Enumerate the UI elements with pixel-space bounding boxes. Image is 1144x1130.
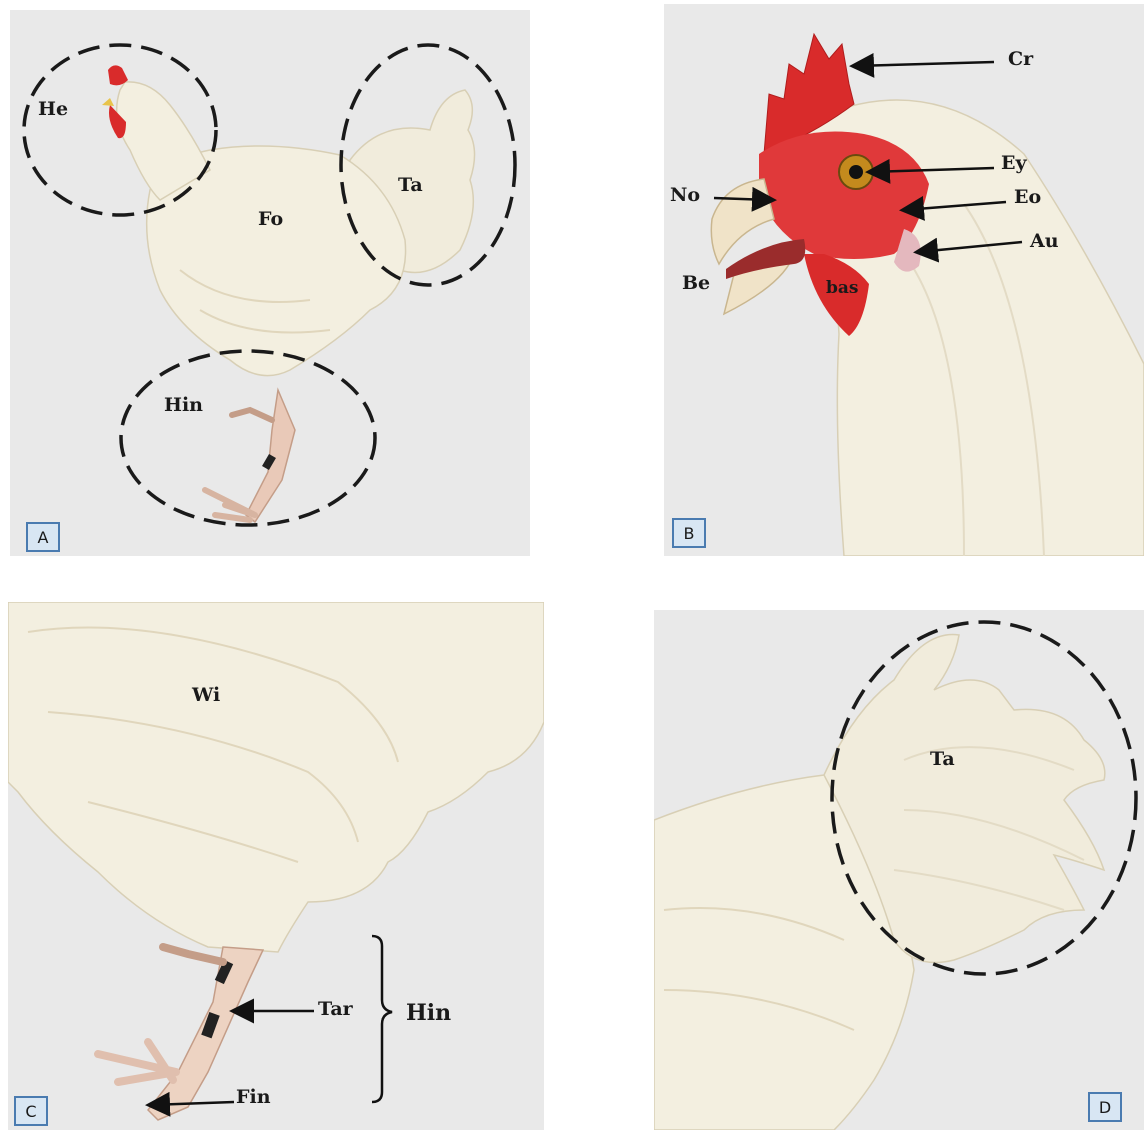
- panel-c: Wi Tar Hin Fin C: [8, 602, 544, 1130]
- label-eye: Ey: [1001, 154, 1027, 173]
- label-tail: Ta: [398, 176, 423, 195]
- panel-d-letter: D: [1088, 1092, 1122, 1122]
- panel-c-letter: C: [14, 1096, 48, 1126]
- label-eye-orbit: Eo: [1014, 188, 1041, 207]
- label-hindlimb: Hin: [164, 396, 203, 415]
- label-wing: Wi: [192, 686, 220, 705]
- label-ear: Au: [1030, 232, 1059, 251]
- label-head: He: [38, 100, 68, 119]
- panel-a-letter: A: [26, 522, 60, 552]
- panel-c-wing-leg-illustration: [8, 602, 544, 1130]
- panel-a-hen-illustration: [10, 10, 530, 556]
- panel-b-head-illustration: [664, 4, 1144, 556]
- label-beak: Be: [682, 274, 710, 293]
- panel-d: Ta D: [654, 610, 1144, 1130]
- panel-a: He Ta Fo Hin A: [10, 10, 530, 556]
- label-tarsus: Tar: [318, 1000, 353, 1019]
- label-forebody: Fo: [258, 210, 283, 229]
- label-comb: Cr: [1008, 50, 1033, 69]
- panel-b: Cr Ey No Eo Au Be bas B: [664, 4, 1144, 556]
- label-hindlimb: Hin: [406, 1002, 451, 1024]
- label-wattle: bas: [826, 280, 858, 297]
- panel-b-letter: B: [672, 518, 706, 548]
- label-toe: Fin: [236, 1088, 271, 1107]
- label-nostril: No: [670, 186, 700, 205]
- label-tail: Ta: [930, 750, 955, 769]
- panel-d-tail-illustration: [654, 610, 1144, 1130]
